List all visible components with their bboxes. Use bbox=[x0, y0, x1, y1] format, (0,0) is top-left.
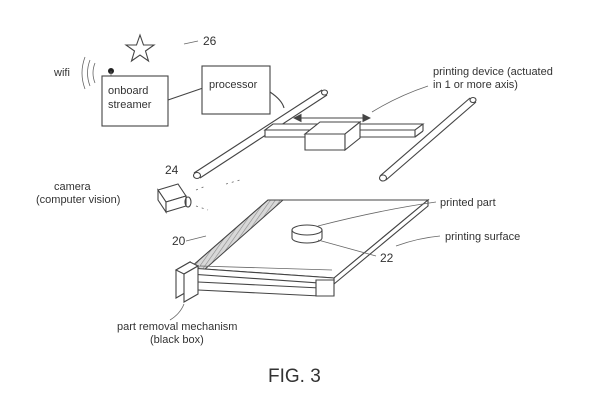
printing-device-label-2: in 1 or more axis) bbox=[433, 79, 518, 91]
ref-numeral-24: 24 bbox=[165, 163, 179, 177]
part-removal-mechanism bbox=[174, 261, 335, 303]
wifi-label: wifi bbox=[53, 67, 70, 79]
leader-printing-surface bbox=[395, 235, 441, 247]
leader-22 bbox=[317, 239, 377, 257]
print-head-carriage bbox=[303, 120, 362, 152]
camera-label-1: camera bbox=[54, 181, 92, 193]
streamer-processor-link bbox=[167, 87, 204, 101]
printing-surface-label: printing surface bbox=[445, 231, 520, 243]
star-icon bbox=[124, 33, 156, 63]
processor-gantry-link bbox=[269, 91, 285, 109]
camera-label-2: (computer vision) bbox=[36, 194, 120, 206]
ref-numeral-26: 26 bbox=[203, 34, 217, 48]
printing-device-label-1: printing device (actuated bbox=[433, 66, 553, 78]
leader-part-removal bbox=[169, 303, 185, 321]
onboard-streamer-label-1: onboard bbox=[108, 85, 148, 97]
part-removal-label-1: part removal mechanism bbox=[117, 321, 237, 333]
leader-20 bbox=[185, 235, 207, 242]
processor-label: processor bbox=[209, 79, 258, 91]
camera-view-lines bbox=[195, 179, 241, 211]
part-removal-label-2: (black box) bbox=[150, 334, 204, 346]
ref-numeral-22: 22 bbox=[380, 251, 394, 265]
leader-printing-device bbox=[371, 85, 429, 113]
ref-numeral-20: 20 bbox=[172, 234, 186, 248]
camera-icon bbox=[157, 183, 192, 214]
gantry-right-rod bbox=[378, 96, 477, 182]
figure-caption: FIG. 3 bbox=[268, 366, 321, 387]
onboard-streamer-label-2: streamer bbox=[108, 99, 152, 111]
gantry-left-rod bbox=[192, 89, 329, 180]
leader-printed-part bbox=[317, 201, 437, 227]
onboard-streamer-box bbox=[101, 75, 169, 127]
leader-26 bbox=[183, 40, 199, 45]
printed-part-label: printed part bbox=[440, 197, 496, 209]
printed-part-puck bbox=[291, 224, 323, 244]
processor-box bbox=[201, 65, 271, 115]
